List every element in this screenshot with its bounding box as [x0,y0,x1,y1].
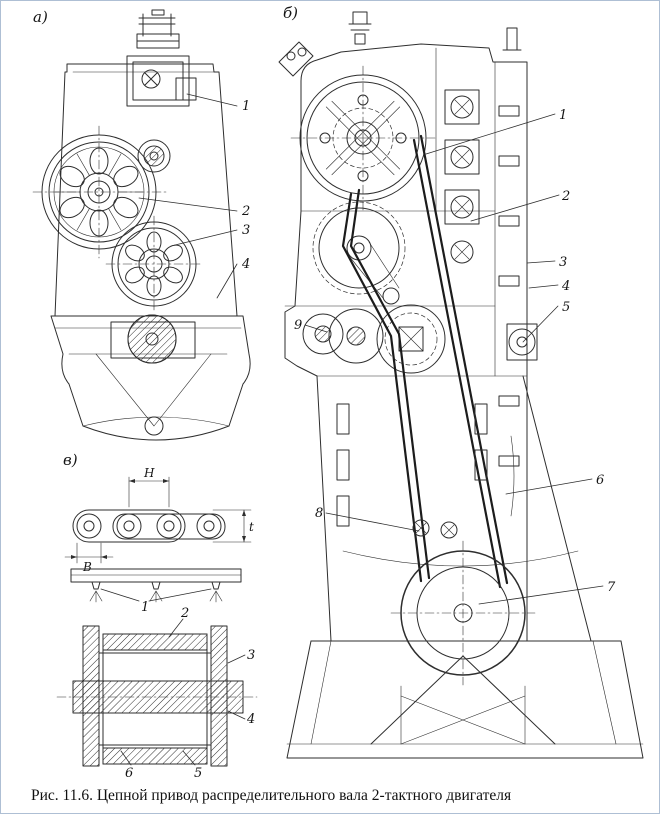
callout-b-3: 3 [559,255,567,270]
callout-a-1: 1 [242,99,250,114]
figure-b-tensioner-sprocket [312,201,406,305]
figure-a-small-gear [137,139,171,173]
dim-H-label: H [143,466,155,480]
figure-v-dim-H [128,476,170,508]
figure-v-pin-cross-section [56,625,258,767]
figure-v-oil-spray-bar [70,568,242,603]
callout-v-5: 5 [194,766,202,781]
figure-b-base-frame [286,640,644,759]
figure-v-dim-t [212,509,252,543]
callout-v-4: 4 [246,712,255,727]
figure-b-right-bosses [444,89,480,264]
callout-v-2: 2 [180,606,189,621]
figure-b-housing-outline [284,43,592,642]
callout-v-6: 6 [125,766,133,781]
figure-a-large-wheel [32,125,168,259]
callout-b-5: 5 [562,300,570,315]
figure-b-camshaft-gear [290,65,436,211]
callout-a-3: 3 [242,223,250,238]
figure-v-dim-B [64,542,114,564]
figure-a-callout-lines [138,93,238,299]
callout-b-1: 1 [559,108,567,123]
figure-a-crank-roller [110,314,196,364]
figure-b-lower-sprockets [302,304,446,374]
figure-v-nozzle-callout-lines [100,588,212,602]
figure-b-label: б) [283,4,298,22]
figure-v-drawing: в) H t B [56,451,258,781]
figure-b-drawing: б) [278,4,644,759]
figure-b-top-fittings [278,11,522,77]
figure-b-callout-lines [304,113,604,605]
figure-a-block-outline [50,63,251,441]
callout-a-4: 4 [241,257,250,272]
figure-v-label: в) [63,451,78,469]
figure-b-crankshaft [390,540,536,686]
callout-b-8: 8 [315,506,323,521]
figure-a-injector [126,9,197,107]
callout-v-3: 3 [247,648,255,663]
callout-b-9: 9 [294,318,302,333]
dim-B-label: B [82,560,92,574]
figure-a-second-wheel [105,215,203,313]
figure-caption: Рис. 11.6. Цепной привод распределительн… [31,787,512,804]
callout-b-2: 2 [561,189,570,204]
figure-v-chain-side-view [72,509,226,543]
dim-t-label: t [249,520,254,534]
callout-v-1: 1 [141,600,149,615]
figure-b-right-column-details [498,105,538,517]
figure-a-label: а) [33,8,48,26]
callout-a-2: 2 [241,204,250,219]
figure-b-crankcase-details [336,403,579,567]
figure-b-chain-runs [341,134,509,589]
callout-b-7: 7 [607,580,616,595]
figure-a-drawing: а) [32,8,251,441]
callout-b-4: 4 [561,279,570,294]
callout-b-6: 6 [596,473,604,488]
figure-v-section-callout-lines [120,618,246,766]
